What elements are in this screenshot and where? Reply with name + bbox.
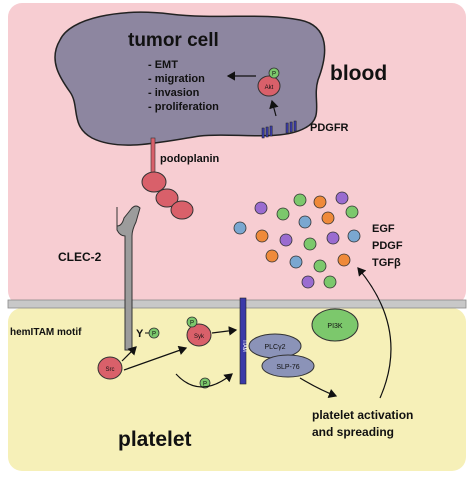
- arrow-icon: [121, 346, 137, 362]
- growth-factor-molecule: [298, 215, 312, 229]
- effect-invasion: - invasion: [148, 87, 200, 99]
- hemitam-y: Y: [136, 328, 144, 340]
- clec2-receptor: [116, 205, 141, 351]
- src-label: Src: [106, 367, 115, 373]
- pdgfr-label: PDGFR: [310, 122, 349, 134]
- growth-factor-molecule: [279, 233, 293, 247]
- growth-factor-molecule: [255, 229, 269, 243]
- syk-phospho-label: P: [190, 321, 194, 327]
- growth-factor-molecule: [313, 259, 327, 273]
- effect-migration: - migration: [148, 73, 205, 85]
- growth-factor-molecule: [265, 249, 279, 263]
- akt-phospho-label: P: [272, 72, 276, 78]
- arrow-icon: [299, 377, 338, 398]
- growth-factor-pdgf: PDGF: [372, 240, 403, 252]
- growth-factor-tgfb: TGFβ: [372, 257, 401, 269]
- syk-phospho: [186, 316, 198, 328]
- podoplanin-label: podoplanin: [160, 153, 220, 165]
- syk-node: [186, 323, 212, 347]
- src-node: [97, 356, 123, 380]
- itam-receptor: [239, 297, 247, 385]
- growth-factor-molecule: [303, 237, 317, 251]
- slp76-label: SLP-76: [276, 364, 299, 371]
- slp76-node: [261, 354, 315, 378]
- pi3k-label: PI3K: [327, 323, 343, 330]
- akt-label: Akt: [265, 85, 274, 91]
- cell-membrane: [7, 299, 467, 309]
- tumor-cell-body: [54, 11, 326, 146]
- itam-label: ITAM: [241, 340, 247, 352]
- growth-factor-molecule: [289, 255, 303, 269]
- platelet-label: platelet: [118, 428, 192, 451]
- growth-factor-molecule: [233, 221, 247, 235]
- growth-factor-molecule: [293, 193, 307, 207]
- podoplanin-domain: [170, 200, 194, 220]
- tumor-cell-title: tumor cell: [128, 30, 219, 51]
- free-phospho-label: P: [203, 382, 207, 388]
- syk-label: Syk: [194, 334, 205, 340]
- growth-factor-molecule: [321, 211, 335, 225]
- growth-factor-molecule: [313, 195, 327, 209]
- akt-phospho: [268, 67, 280, 79]
- free-phospho: [199, 377, 211, 389]
- platelet-region: [8, 308, 466, 471]
- podoplanin-domain: [155, 188, 179, 208]
- growth-factor-molecule: [347, 229, 361, 243]
- growth-factor-molecule: [326, 231, 340, 245]
- akt-node: [257, 75, 281, 97]
- arrow-icon: [123, 345, 188, 371]
- hemitam-phospho: [148, 327, 160, 339]
- growth-factor-egf: EGF: [372, 223, 395, 235]
- growth-factor-molecule: [254, 201, 268, 215]
- growth-factor-molecule: [276, 207, 290, 221]
- growth-factor-molecule: [335, 191, 349, 205]
- growth-factor-molecule: [323, 275, 337, 289]
- growth-factor-molecule: [345, 205, 359, 219]
- arrow-icon: [211, 326, 238, 336]
- hemitam-label: hemITAM motif: [10, 327, 82, 338]
- podoplanin-domain: [141, 171, 167, 193]
- arrow-icon: [175, 373, 233, 388]
- outcome-line-1: platelet activation: [312, 408, 413, 422]
- arrow-icon: [269, 99, 279, 117]
- effect-proliferation: - proliferation: [148, 101, 219, 113]
- arrow-icon: [357, 267, 392, 399]
- clec2-label: CLEC-2: [58, 250, 102, 264]
- pdgfr-receptor: [261, 120, 297, 139]
- growth-factor-molecule: [301, 275, 315, 289]
- growth-factor-molecule: [337, 253, 351, 267]
- growth-factor-cluster: [233, 191, 361, 289]
- pi3k-node: [311, 308, 359, 342]
- hemitam-phospho-label: P: [152, 332, 156, 338]
- plcg2-label: PLCγ2: [264, 344, 285, 351]
- effect-emt: - EMT: [148, 59, 178, 71]
- outcome-line-2: and spreading: [312, 425, 394, 439]
- blood-label: blood: [330, 62, 387, 85]
